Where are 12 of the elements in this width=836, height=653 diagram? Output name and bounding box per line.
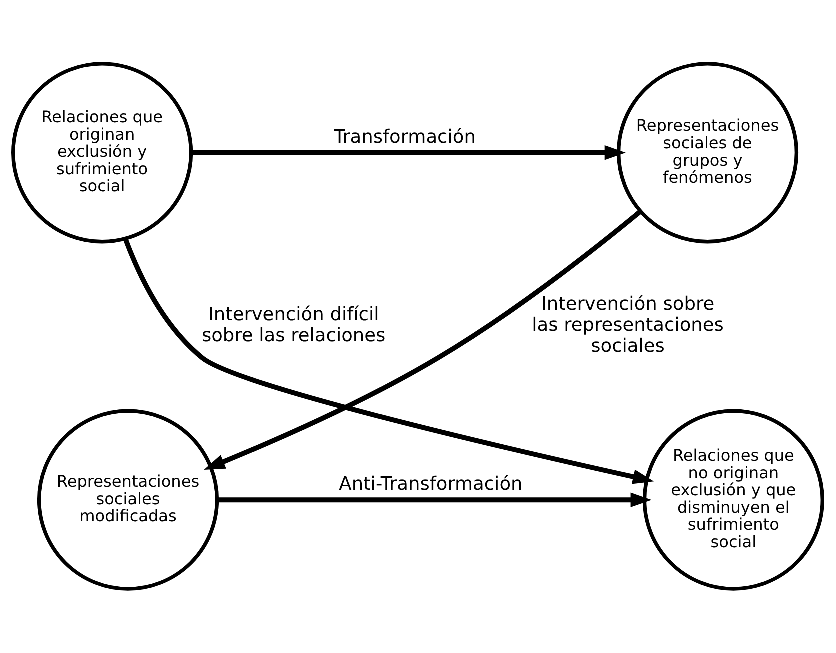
arrow <box>191 146 626 160</box>
arrow <box>204 210 642 470</box>
node-circle: Representaciones sociales modificadas <box>37 409 220 591</box>
node-circle: Representaciones sociales de grupos y fenómenos <box>616 62 799 244</box>
arrow <box>123 238 654 484</box>
edge-label: Intervención sobre las representaciones sociales <box>532 294 724 357</box>
edge-label: Intervención difícil sobre las relaciones <box>202 304 386 346</box>
arrow <box>217 492 652 508</box>
edge-label: Transformación <box>334 127 476 148</box>
edge-label: Anti-Transformación <box>339 474 523 496</box>
node-circle: Relaciones que no originan exclusión y que disminuyen el sufrimiento social <box>642 409 824 591</box>
node-circle: Relaciones que originan exclusión y sufrimiento social <box>12 62 194 244</box>
